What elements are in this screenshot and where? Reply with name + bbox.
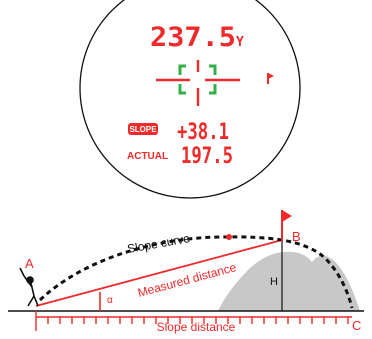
actual-value: 197.5 — [181, 144, 233, 169]
slope-value: +38.1 — [177, 120, 229, 145]
distance-readout: 237.5 — [150, 22, 236, 53]
curve-apex-dot — [226, 234, 232, 240]
green-reticle — [178, 64, 217, 95]
viewfinder-circle — [79, 0, 301, 199]
height-label: H — [270, 276, 278, 288]
measured-distance-line — [35, 239, 283, 307]
slope-badge: SLOPE — [129, 125, 157, 134]
slope-distance-ruler — [35, 311, 352, 331]
point-a-label: A — [25, 256, 34, 271]
angle-label: α — [107, 295, 113, 306]
point-b-label: B — [292, 229, 301, 244]
slope-diagram: H α A B C Slope curve Measured distance — [8, 210, 364, 334]
slope-distance-label: Slope distance — [157, 320, 236, 334]
slope-badge-bg — [128, 123, 158, 135]
distance-unit: Y — [236, 35, 244, 50]
hill — [218, 251, 360, 311]
golfer-icon — [19, 267, 39, 307]
flag-icon — [267, 73, 274, 84]
actual-label: ACTUAL — [127, 151, 168, 162]
slope-curve-label: Slope curve — [126, 231, 191, 256]
pin-flag-icon — [281, 210, 292, 242]
point-c-label: C — [352, 318, 361, 333]
viewfinder: 237.5 Y SLOPE +38.1 ACTUAL 197.5 — [79, 0, 301, 199]
slope-curve — [38, 235, 354, 309]
red-crosshair — [156, 60, 240, 106]
